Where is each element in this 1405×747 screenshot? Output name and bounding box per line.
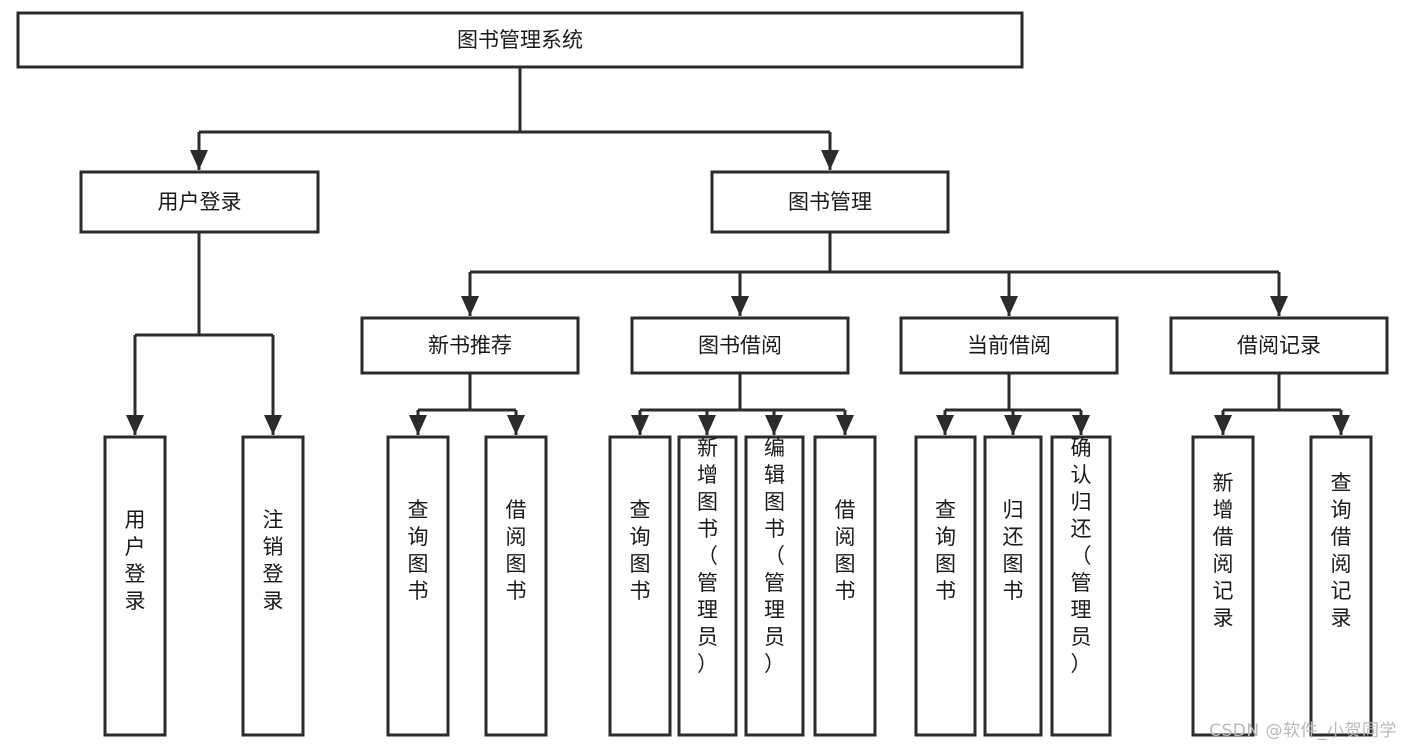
node-book-manage[interactable]: 图书管理	[710, 170, 950, 234]
node-label: 当前借阅	[967, 334, 1051, 358]
arrow-head-icon	[836, 415, 854, 435]
node-box	[710, 170, 950, 234]
node-label-vertical: 注销登录	[263, 508, 284, 613]
node-label-vertical: 查询借阅记录	[1331, 471, 1352, 630]
node-label-vertical: 查询图书	[935, 498, 956, 603]
arrow-head-icon	[461, 296, 479, 316]
node-box	[16, 11, 1024, 69]
node-box	[484, 435, 548, 737]
node-root[interactable]: 图书管理系统	[16, 11, 1024, 69]
node-label: 用户登录	[158, 190, 242, 214]
arrow-head-icon	[1000, 296, 1018, 316]
node-g3-query-book[interactable]: 查询图书	[608, 435, 672, 737]
node-box	[103, 435, 167, 737]
node-label: 图书管理系统	[457, 28, 583, 52]
arrow-head-icon	[731, 296, 749, 316]
arrow-head-icon	[507, 415, 525, 435]
node-g4-confirm-return[interactable]: 确认归还（管理员）	[1050, 435, 1112, 737]
node-label-vertical: 编辑图书（管理员）	[764, 436, 785, 676]
arrow-head-icon	[1332, 415, 1350, 435]
node-box	[813, 435, 877, 737]
node-box	[914, 435, 977, 737]
node-label: 图书管理	[788, 190, 872, 214]
node-label-vertical: 借阅图书	[506, 498, 527, 603]
node-box	[1169, 316, 1389, 375]
node-label-vertical: 查询图书	[408, 498, 429, 603]
arrow-head-icon	[190, 150, 208, 170]
node-label: 新书推荐	[428, 334, 512, 358]
node-g4-query-book[interactable]: 查询图书	[914, 435, 977, 737]
arrow-head-icon	[1004, 415, 1022, 435]
node-box	[608, 435, 672, 737]
node-leaf-logout[interactable]: 注销登录	[241, 435, 305, 737]
node-g5-add-record[interactable]: 新增借阅记录	[1191, 435, 1255, 737]
arrow-head-icon	[409, 415, 427, 435]
arrow-head-icon	[1270, 296, 1288, 316]
node-g2-borrow-book[interactable]: 借阅图书	[484, 435, 548, 737]
arrow-head-icon	[698, 415, 716, 435]
arrow-head-icon	[765, 415, 783, 435]
node-label-vertical: 新增图书（管理员）	[697, 436, 718, 676]
node-box	[1050, 435, 1112, 737]
node-box	[983, 435, 1043, 737]
node-g3-borrow-book[interactable]: 借阅图书	[813, 435, 877, 737]
arrow-head-icon	[264, 415, 282, 435]
node-g2-query-book[interactable]: 查询图书	[386, 435, 450, 737]
node-label-vertical: 归还图书	[1003, 498, 1024, 603]
node-book-borrow[interactable]: 图书借阅	[630, 316, 850, 375]
node-label: 图书借阅	[698, 334, 782, 358]
node-g4-return-book[interactable]: 归还图书	[983, 435, 1043, 737]
node-g3-add-book[interactable]: 新增图书（管理员）	[677, 435, 738, 737]
node-label-vertical: 确认归还（管理员）	[1071, 436, 1092, 676]
node-borrow-record[interactable]: 借阅记录	[1169, 316, 1389, 375]
node-g3-edit-book[interactable]: 编辑图书（管理员）	[744, 435, 805, 737]
node-box	[630, 316, 850, 375]
node-box	[241, 435, 305, 737]
node-box	[744, 435, 805, 737]
node-user-login[interactable]: 用户登录	[79, 170, 320, 234]
arrow-head-icon	[1214, 415, 1232, 435]
node-box	[677, 435, 738, 737]
node-g5-query-record[interactable]: 查询借阅记录	[1309, 435, 1373, 737]
node-box	[79, 170, 320, 234]
arrow-head-icon	[821, 150, 839, 170]
node-leaf-user-login[interactable]: 用户登录	[103, 435, 167, 737]
node-label-vertical: 新增借阅记录	[1213, 471, 1234, 630]
arrow-head-icon	[126, 415, 144, 435]
node-label-vertical: 借阅图书	[835, 498, 856, 603]
node-box	[899, 316, 1119, 375]
node-box	[1191, 435, 1255, 737]
csdn-watermark: CSDN @软件_小贺同学	[1209, 721, 1397, 741]
node-current-borrow[interactable]: 当前借阅	[899, 316, 1119, 375]
node-box	[386, 435, 450, 737]
node-label-vertical: 查询图书	[630, 498, 651, 603]
arrow-head-icon	[631, 415, 649, 435]
node-box	[1309, 435, 1373, 737]
node-box	[360, 316, 580, 375]
node-new-book-rec[interactable]: 新书推荐	[360, 316, 580, 375]
node-label-vertical: 用户登录	[125, 508, 146, 613]
arrow-head-icon	[1072, 415, 1090, 435]
arrow-head-icon	[936, 415, 954, 435]
node-label: 借阅记录	[1237, 334, 1321, 358]
